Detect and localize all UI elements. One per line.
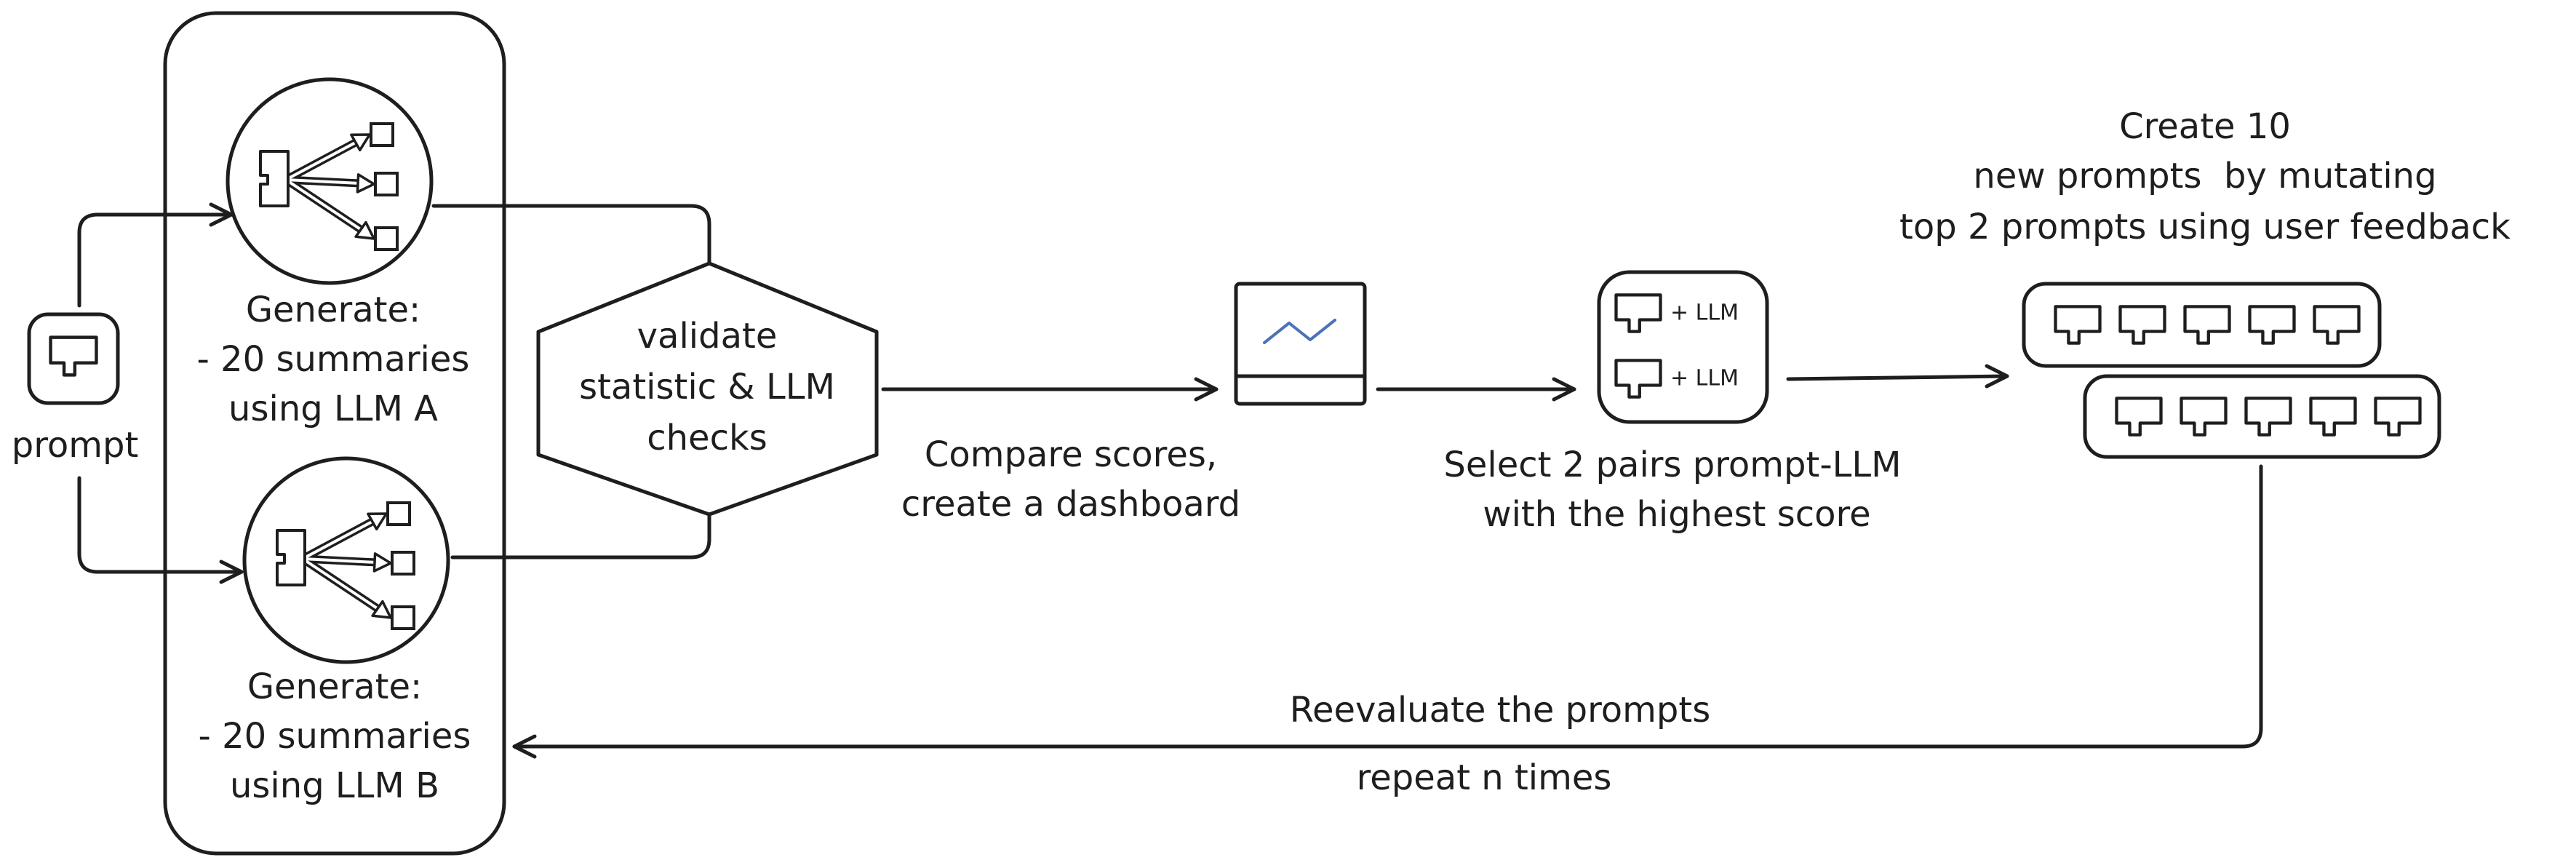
- new-prompts-box: [2083, 374, 2441, 459]
- connector-generator-a-to-validation: [431, 204, 711, 266]
- pair-llm-label: + LLM: [1670, 366, 1739, 391]
- prompt-icon: [1616, 295, 1661, 331]
- dashboard-frame: [1234, 282, 1367, 406]
- prompt-icon: [2121, 306, 2165, 343]
- prompt-icon: [2315, 306, 2359, 343]
- selection-caption: with the highest score: [1483, 494, 1870, 535]
- prompt-icon: [2376, 398, 2420, 434]
- mutation-node: Create 10 new prompts by mutating top 2 …: [1899, 106, 2511, 459]
- generator-a-title: Generate:: [246, 290, 420, 330]
- validation-node: validate statistic & LLM checks: [536, 261, 879, 517]
- dashboard-caption: create a dashboard: [901, 484, 1240, 525]
- generator-panel: [163, 11, 506, 856]
- arrow-dashboard-to-selection: [1376, 377, 1576, 402]
- arrow-shaft: [512, 464, 2263, 749]
- validation-line: statistic & LLM: [579, 367, 835, 407]
- connector-generator-b-to-validation: [450, 512, 711, 560]
- validation-line: checks: [647, 418, 767, 458]
- arrow-head: [1194, 377, 1219, 402]
- arrow-selection-to-mutation: [1786, 364, 2009, 389]
- generator-b-line: using LLM B: [230, 765, 439, 806]
- arrow-shaft: [77, 212, 234, 308]
- arrow-head: [1985, 364, 2009, 389]
- loop-caption: repeat n times: [1357, 757, 1612, 798]
- loop-caption: Reevaluate the prompts: [1290, 690, 1710, 730]
- validation-line: validate: [637, 316, 778, 357]
- generator-a-node: [226, 77, 434, 285]
- dashboard-caption: Compare scores,: [925, 434, 1217, 475]
- arrow-loop-back-to-generators: [512, 464, 2263, 759]
- new-prompts-box: [2022, 282, 2382, 368]
- arrow-shaft: [77, 476, 244, 574]
- dashboard-node: Compare scores, create a dashboard: [901, 282, 1367, 525]
- mutation-caption: top 2 prompts using user feedback: [1899, 207, 2511, 247]
- prompt-icon: [2117, 398, 2161, 434]
- dashboard-chart-icon: [1234, 282, 1367, 406]
- pair-llm-label: + LLM: [1670, 300, 1739, 326]
- fanout-icon: [277, 503, 414, 629]
- arrow-head: [219, 560, 244, 584]
- prompt-label: prompt: [12, 425, 139, 466]
- prompt-icon-frame: [27, 312, 120, 405]
- new-prompts-group: [2083, 374, 2441, 459]
- prompt-icon: [1616, 360, 1661, 397]
- prompt-icon: [51, 338, 97, 375]
- arrow-head: [512, 734, 537, 759]
- generator-b: Generate: - 20 summaries using LLM B: [199, 456, 471, 806]
- generator-a: Generate: - 20 summaries using LLM A: [197, 77, 470, 429]
- selection-caption: Select 2 pairs prompt-LLM: [1443, 445, 1901, 485]
- prompt-icon: [2311, 398, 2356, 434]
- validation-hexagon: [536, 261, 879, 517]
- arrow-prompt-to-generator-a: [77, 202, 234, 308]
- prompt-icon: [2246, 398, 2291, 434]
- arrow-prompt-to-generator-b: [77, 476, 244, 584]
- arrow-head: [209, 202, 234, 227]
- generator-a-line: - 20 summaries: [197, 339, 470, 380]
- prompt-node: prompt: [12, 312, 139, 466]
- selection-node: + LLM + LLM Select 2 pairs prompt-LLM wi…: [1443, 270, 1902, 535]
- generator-b-node: [242, 456, 450, 664]
- prompt-icon: [2182, 398, 2226, 434]
- generator-b-title: Generate:: [247, 666, 422, 707]
- prompt-icon: [2056, 306, 2100, 343]
- mutation-caption: new prompts by mutating: [1973, 156, 2436, 196]
- generator-a-line: using LLM A: [228, 389, 438, 429]
- prompt-icon: [2185, 306, 2230, 343]
- generator-b-line: - 20 summaries: [199, 716, 471, 757]
- dashboard-trend-line: [1263, 319, 1336, 344]
- new-prompts-group: [2022, 282, 2382, 368]
- mutation-caption: Create 10: [2119, 106, 2291, 147]
- arrow-shaft: [1786, 374, 2009, 381]
- selection-box: [1597, 270, 1769, 424]
- prompt-icon: [2250, 306, 2294, 343]
- arrow-validation-to-dashboard: [881, 377, 1219, 402]
- arrow-head: [1552, 377, 1576, 402]
- fanout-icon: [260, 124, 397, 250]
